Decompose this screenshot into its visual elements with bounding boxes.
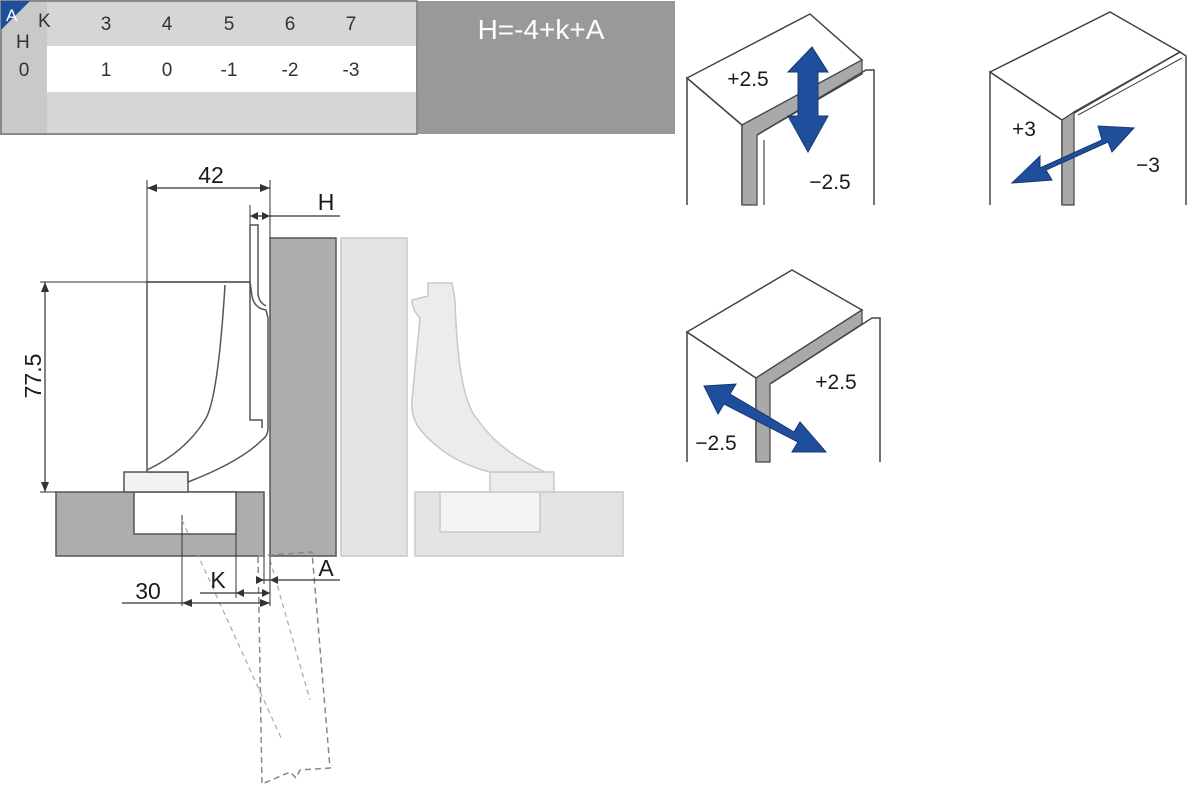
k-value-4: 4	[162, 14, 173, 35]
h-value-5: -3	[343, 60, 360, 81]
corner-a-label: A	[6, 6, 18, 25]
k-value-6: 6	[285, 14, 296, 35]
side-arrow-icon	[703, 383, 828, 453]
depth-adjustment-view: +3 −3	[988, 11, 1187, 206]
depth-arrow-icon	[1010, 125, 1136, 184]
a-value-0: 0	[19, 60, 30, 81]
formula-box: H=-4+k+A	[418, 1, 675, 134]
dim-77-5-label: 77.5	[20, 354, 46, 399]
vertical-arrow-icon	[786, 46, 829, 154]
ghost-mounting-plate	[489, 471, 555, 493]
dim-42-label: 42	[198, 162, 224, 188]
hinge-arm	[146, 281, 269, 484]
ghost-door-panel	[340, 237, 408, 557]
h-value-2: 0	[162, 60, 173, 81]
corner-a-triangle	[1, 1, 30, 30]
hinge-section-view: 42 H 77.5 30 K A	[20, 162, 624, 786]
dim-a-label: A	[318, 555, 334, 581]
corner-h-label: H	[16, 32, 30, 53]
door-swing-outline	[257, 551, 331, 786]
ghost-hinge-arm	[411, 282, 546, 473]
depth-minus-label: −3	[1136, 154, 1160, 177]
vertical-adjustment-view: +2.5 −2.5	[685, 13, 875, 206]
side-plus-label: +2.5	[815, 371, 856, 394]
k-value-3: 3	[101, 14, 112, 35]
side-adjustment-view: +2.5 −2.5	[685, 269, 881, 463]
k-value-7: 7	[346, 14, 357, 35]
vertical-minus-label: −2.5	[809, 171, 850, 194]
depth-plus-label: +3	[1012, 118, 1036, 141]
dim-h-label: H	[318, 189, 335, 215]
h-value-3: -1	[221, 60, 238, 81]
dim-k-label: K	[210, 567, 226, 593]
vertical-plus-label: +2.5	[727, 68, 768, 91]
h-value-4: -2	[282, 60, 299, 81]
adjustment-table: A K H 3 4 5 6 7 0 1 0 -1 -2 -3	[0, 0, 418, 135]
mounting-plate	[123, 471, 189, 493]
hinge-cup	[133, 491, 237, 535]
side-minus-label: −2.5	[695, 432, 736, 455]
h-value-1: 1	[101, 60, 112, 81]
door-panel	[269, 237, 337, 557]
formula-text: H=-4+k+A	[478, 14, 605, 45]
k-value-5: 5	[224, 14, 235, 35]
ghost-cup	[439, 491, 541, 533]
dim-30-label: 30	[135, 578, 161, 604]
corner-k-label: K	[38, 11, 51, 32]
